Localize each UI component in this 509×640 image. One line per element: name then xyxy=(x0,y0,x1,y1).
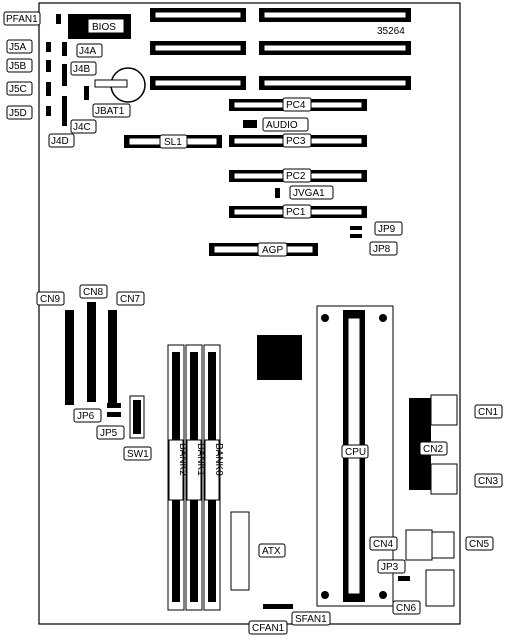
pc1-label: PC1 xyxy=(286,207,306,218)
chipset xyxy=(257,335,302,380)
j5d-label: J5D xyxy=(9,108,27,119)
cn2-label: CN2 xyxy=(423,444,443,455)
cn5-label: CN5 xyxy=(469,539,489,550)
sfan1-label: SFAN1 xyxy=(295,614,327,625)
jp3-label: JP3 xyxy=(381,562,399,573)
isa-slots xyxy=(150,8,411,90)
cn7-label: CN7 xyxy=(120,294,140,305)
j5b-label: J5B xyxy=(9,61,27,72)
cn1-label: CN1 xyxy=(478,407,498,418)
bank1-label: BANK1 xyxy=(195,443,206,476)
jp8-label: JP8 xyxy=(373,244,391,255)
j5a-label: J5A xyxy=(9,42,27,53)
pc2-label: PC2 xyxy=(286,171,306,182)
cn4-connector xyxy=(405,529,433,561)
cn7-connector xyxy=(108,310,117,405)
sl1-label: SL1 xyxy=(164,137,182,148)
cfan1-label: CFAN1 xyxy=(252,623,285,634)
atx-label: ATX xyxy=(262,546,281,557)
agp-label: AGP xyxy=(262,245,283,256)
j4a-label: J4A xyxy=(79,46,97,57)
j4b-label: J4B xyxy=(73,64,91,75)
model-number: 35264 xyxy=(377,26,405,37)
j5c-label: J5C xyxy=(9,84,27,95)
jp9-label: JP9 xyxy=(378,224,396,235)
cn6-label: CN6 xyxy=(396,603,416,614)
memory-banks xyxy=(167,344,221,611)
sw1-label: SW1 xyxy=(127,449,149,460)
pc4-label: PC4 xyxy=(286,100,306,111)
pfan1-label: PFAN1 xyxy=(6,14,38,25)
cn9-connector xyxy=(65,310,74,405)
jp6-label: JP6 xyxy=(77,411,95,422)
bank0-label: BANK0 xyxy=(213,443,224,476)
cn3-label: CN3 xyxy=(478,476,498,487)
jp5-label: JP5 xyxy=(100,428,118,439)
atx-connector xyxy=(230,511,250,591)
cn4-label: CN4 xyxy=(373,539,393,550)
left-jumper-blocks xyxy=(46,14,89,126)
jvga1-label: JVGA1 xyxy=(293,188,325,199)
cn8-connector xyxy=(87,302,96,402)
pc3-label: PC3 xyxy=(286,136,306,147)
audio-label: AUDIO xyxy=(266,120,298,131)
bios-label: BIOS xyxy=(92,22,116,33)
bank2-label: BANK2 xyxy=(177,443,188,476)
cn9-label: CN9 xyxy=(40,294,60,305)
cpu-label: CPU xyxy=(345,447,366,458)
cn8-label: CN8 xyxy=(83,287,103,298)
j4d-label: J4D xyxy=(51,136,69,147)
j4c-label: J4C xyxy=(73,122,91,133)
jbat1-label: JBAT1 xyxy=(95,106,125,117)
